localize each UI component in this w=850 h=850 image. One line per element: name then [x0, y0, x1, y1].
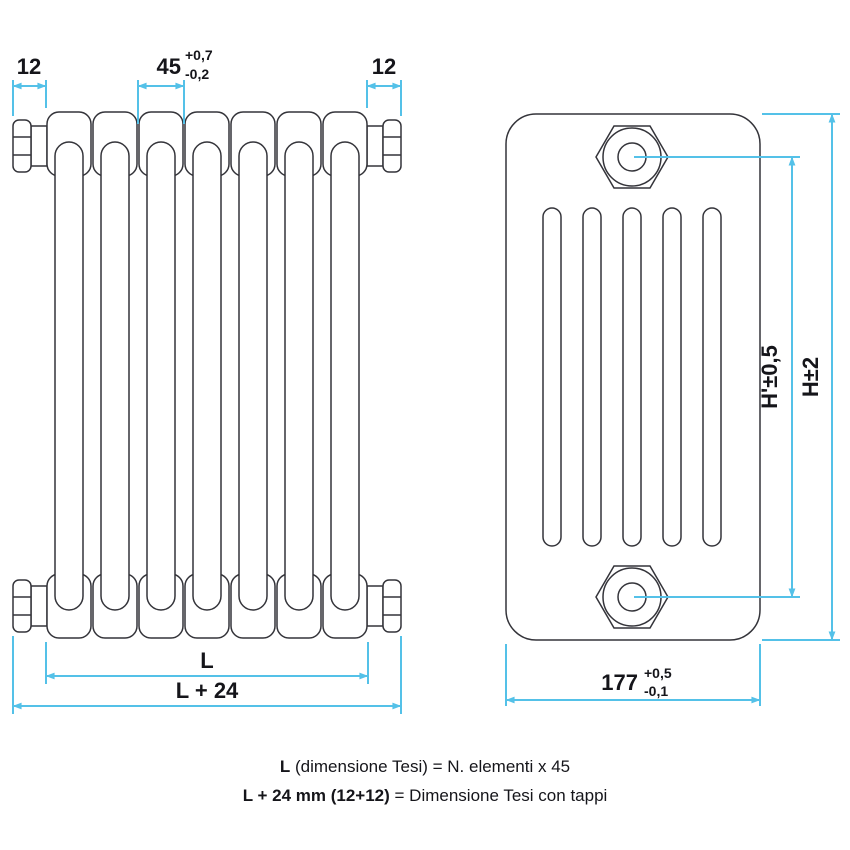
dim-height-centers: H'±0,5	[634, 156, 800, 598]
cap-flange	[30, 585, 48, 627]
column-slot	[622, 207, 642, 547]
note-line-1: L (dimensione Tesi) = N. elementi x 45	[280, 757, 570, 776]
dim-height-overall: H±2	[762, 113, 840, 641]
column-slot	[542, 207, 562, 547]
cap-flange	[366, 585, 384, 627]
note-line-2-term: L + 24 mm (12+12)	[243, 786, 390, 805]
column-slot	[662, 207, 682, 547]
dim-depth: 177 +0,5 -0,1	[505, 644, 761, 706]
dim-label-pitch: 45	[157, 54, 181, 79]
element-tube	[284, 141, 314, 611]
note-line-2: L + 24 mm (12+12) = Dimensione Tesi con …	[243, 786, 608, 805]
dim-label-depth-tol-minus: -0,1	[644, 683, 668, 699]
note-line-1-term: L	[280, 757, 290, 776]
element-tube	[330, 141, 360, 611]
note-line-2-text: = Dimensione Tesi con tappi	[390, 786, 608, 805]
cap-plug	[382, 579, 402, 633]
cap-plug	[382, 119, 402, 173]
cap-bottom-right	[366, 579, 402, 633]
cap-bottom-left	[12, 579, 48, 633]
dim-label-cap-left: 12	[17, 54, 41, 79]
cap-flange	[366, 125, 384, 167]
cap-top-right	[366, 119, 402, 173]
dim-label-height-overall: H±2	[798, 357, 823, 397]
radiator-element	[46, 111, 92, 639]
element-tube	[54, 141, 84, 611]
radiator-element	[322, 111, 368, 639]
dim-label-depth-tol-plus: +0,5	[644, 665, 672, 681]
dim-label-length: L	[200, 648, 213, 673]
bottom-tapping-hex	[595, 565, 669, 629]
dim-label-pitch-tol-minus: -0,2	[185, 66, 209, 82]
side-view: H'±0,5 H±2 177 +0,5 -0,1	[505, 113, 840, 706]
cap-flange	[30, 125, 48, 167]
dim-label-pitch-tol-plus: +0,7	[185, 47, 213, 63]
dim-label-depth: 177	[601, 670, 638, 695]
radiator-element	[92, 111, 138, 639]
dim-length: L	[45, 642, 369, 684]
front-view: 12 45 +0,7 -0,2 12 L	[12, 47, 402, 714]
dim-cap-right: 12	[366, 54, 402, 116]
column-slot	[702, 207, 722, 547]
notes: L (dimensione Tesi) = N. elementi x 45 L…	[243, 757, 608, 805]
element-tube	[238, 141, 268, 611]
dim-cap-left: 12	[12, 54, 47, 116]
element-tube	[100, 141, 130, 611]
radiator-element	[184, 111, 230, 639]
cap-plug	[12, 579, 32, 633]
element-tube	[192, 141, 222, 611]
top-tapping-hex	[595, 125, 669, 189]
element-tube	[146, 141, 176, 611]
note-line-1-text: (dimensione Tesi) = N. elementi x 45	[290, 757, 570, 776]
dim-label-cap-right: 12	[372, 54, 396, 79]
radiator-element	[276, 111, 322, 639]
dim-label-length-total: L + 24	[176, 678, 239, 703]
dim-label-height-centers: H'±0,5	[757, 345, 782, 409]
cap-plug	[12, 119, 32, 173]
cap-top-left	[12, 119, 48, 173]
radiator-element	[230, 111, 276, 639]
radiator-element	[138, 111, 184, 639]
dim-element-pitch: 45 +0,7 -0,2	[137, 47, 213, 124]
dim-length-total: L + 24	[12, 636, 402, 714]
column-slot	[582, 207, 602, 547]
